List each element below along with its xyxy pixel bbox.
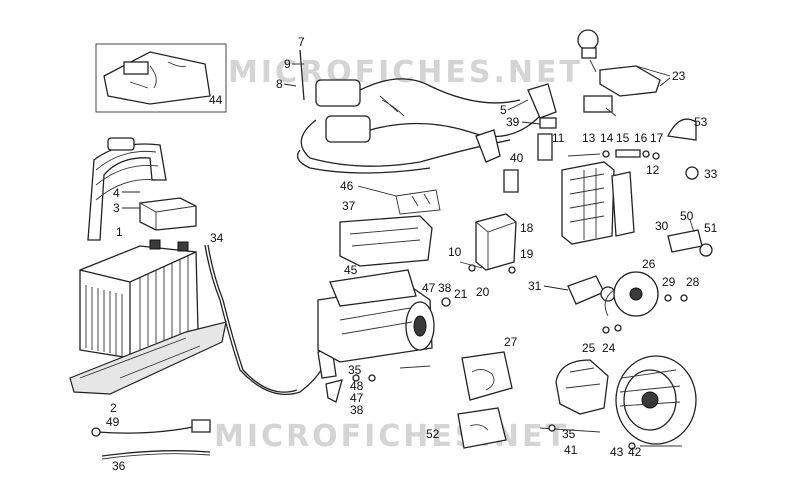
part-39-spark-plug-cap	[475, 129, 501, 163]
fasteners-24-25	[602, 324, 622, 334]
part-37-starter-cover	[339, 215, 433, 267]
callout-38-top: 38	[438, 281, 452, 295]
callout-53: 53	[694, 115, 708, 129]
callout-47-bottom: 47	[350, 391, 364, 405]
part-52-bracket-kit	[457, 407, 507, 449]
callout-12: 12	[646, 163, 660, 177]
callout-48: 48	[350, 379, 364, 393]
part-4-battery-strap	[87, 137, 167, 241]
callout-7: 7	[298, 35, 305, 49]
part-12-fuse-plate	[611, 171, 635, 237]
part-40-spark-plug	[503, 133, 553, 193]
part-11-fuse-box	[561, 161, 615, 245]
part-36-cable-tie	[101, 450, 211, 460]
callout-39: 39	[506, 115, 520, 129]
callout-3: 3	[113, 201, 120, 215]
callout-41: 41	[564, 443, 578, 457]
part-53-switch-cap	[667, 118, 697, 141]
fasteners-10-21	[459, 261, 516, 274]
callout-18: 18	[520, 221, 534, 235]
callout-42: 42	[628, 445, 642, 459]
part-18-regulator	[475, 213, 517, 271]
callout-37: 37	[342, 199, 356, 213]
callout-31: 31	[528, 279, 542, 293]
callout-25: 25	[582, 341, 596, 355]
callout-9: 9	[284, 57, 291, 71]
part-46-bracket	[395, 189, 441, 215]
part-49-earth-cable	[91, 419, 211, 437]
callout-10: 10	[448, 245, 462, 259]
callout-52: 52	[426, 427, 440, 441]
part-26-stator	[604, 271, 659, 317]
callout-34: 34	[210, 231, 224, 245]
callout-27: 27	[504, 335, 518, 349]
fasteners-32-41-42	[539, 424, 682, 450]
callout-45: 45	[344, 263, 358, 277]
watermark-bottom: MICROFICHES.NET	[214, 419, 569, 454]
callout-51: 51	[704, 221, 718, 235]
part-3-battery-pad	[139, 197, 197, 231]
callout-20: 20	[476, 285, 490, 299]
callout-5: 5	[500, 103, 507, 117]
callout-38-bottom: 38	[350, 403, 364, 417]
callout-32: 35	[562, 427, 576, 441]
callout-17: 17	[650, 131, 664, 145]
part-2-battery-tray	[69, 321, 227, 395]
part-30-fuse-holder	[667, 219, 713, 257]
callout-44: 44	[209, 93, 223, 107]
part-27-bracket-kit	[461, 351, 513, 401]
callout-46: 46	[340, 179, 354, 193]
part-31-rotor	[567, 275, 616, 305]
callout-19: 19	[520, 247, 534, 261]
callout-28: 28	[686, 275, 700, 289]
callout-13: 13	[582, 131, 596, 145]
callout-11: 11	[552, 131, 565, 145]
callout-30: 30	[655, 219, 669, 233]
part-43-alternator-rotor	[555, 359, 609, 415]
callout-29: 29	[662, 275, 676, 289]
callout-16: 16	[634, 131, 648, 145]
part-5-spark-plug-cap	[527, 83, 557, 129]
part-23-ignition-switch-set	[577, 29, 661, 117]
callout-33: 33	[704, 167, 718, 181]
callout-14: 14	[600, 131, 614, 145]
callout-1: 1	[116, 225, 123, 239]
callout-36: 36	[112, 459, 126, 473]
part-34-battery-cable	[204, 244, 337, 396]
callout-43: 43	[610, 445, 624, 459]
part-45-starter-motor	[317, 269, 435, 363]
alternator-housing	[615, 355, 697, 445]
fasteners-28-29	[664, 294, 688, 302]
callout-35: 35	[348, 363, 362, 377]
callout-24: 24	[602, 341, 616, 355]
callout-26: 26	[642, 257, 656, 271]
part-44-kit-bag	[95, 43, 227, 113]
callout-21: 21	[454, 287, 468, 301]
callout-50: 50	[680, 209, 694, 223]
part-33-nut	[685, 166, 699, 180]
callout-labels: 44 4 3 1 2 49 36 34 7 9 8 5 39 40 23 53 …	[106, 35, 718, 473]
callout-4: 4	[113, 186, 120, 200]
fasteners-13-17	[567, 149, 660, 160]
callout-49: 49	[106, 415, 120, 429]
part-7-ignition-coils	[296, 49, 541, 174]
callout-15: 15	[616, 131, 630, 145]
callout-2: 2	[110, 401, 117, 415]
fasteners-38-47	[325, 297, 451, 403]
callout-23: 23	[672, 69, 686, 83]
callout-47-top: 47	[422, 281, 436, 295]
callout-40: 40	[510, 151, 524, 165]
callout-8: 8	[276, 77, 283, 91]
